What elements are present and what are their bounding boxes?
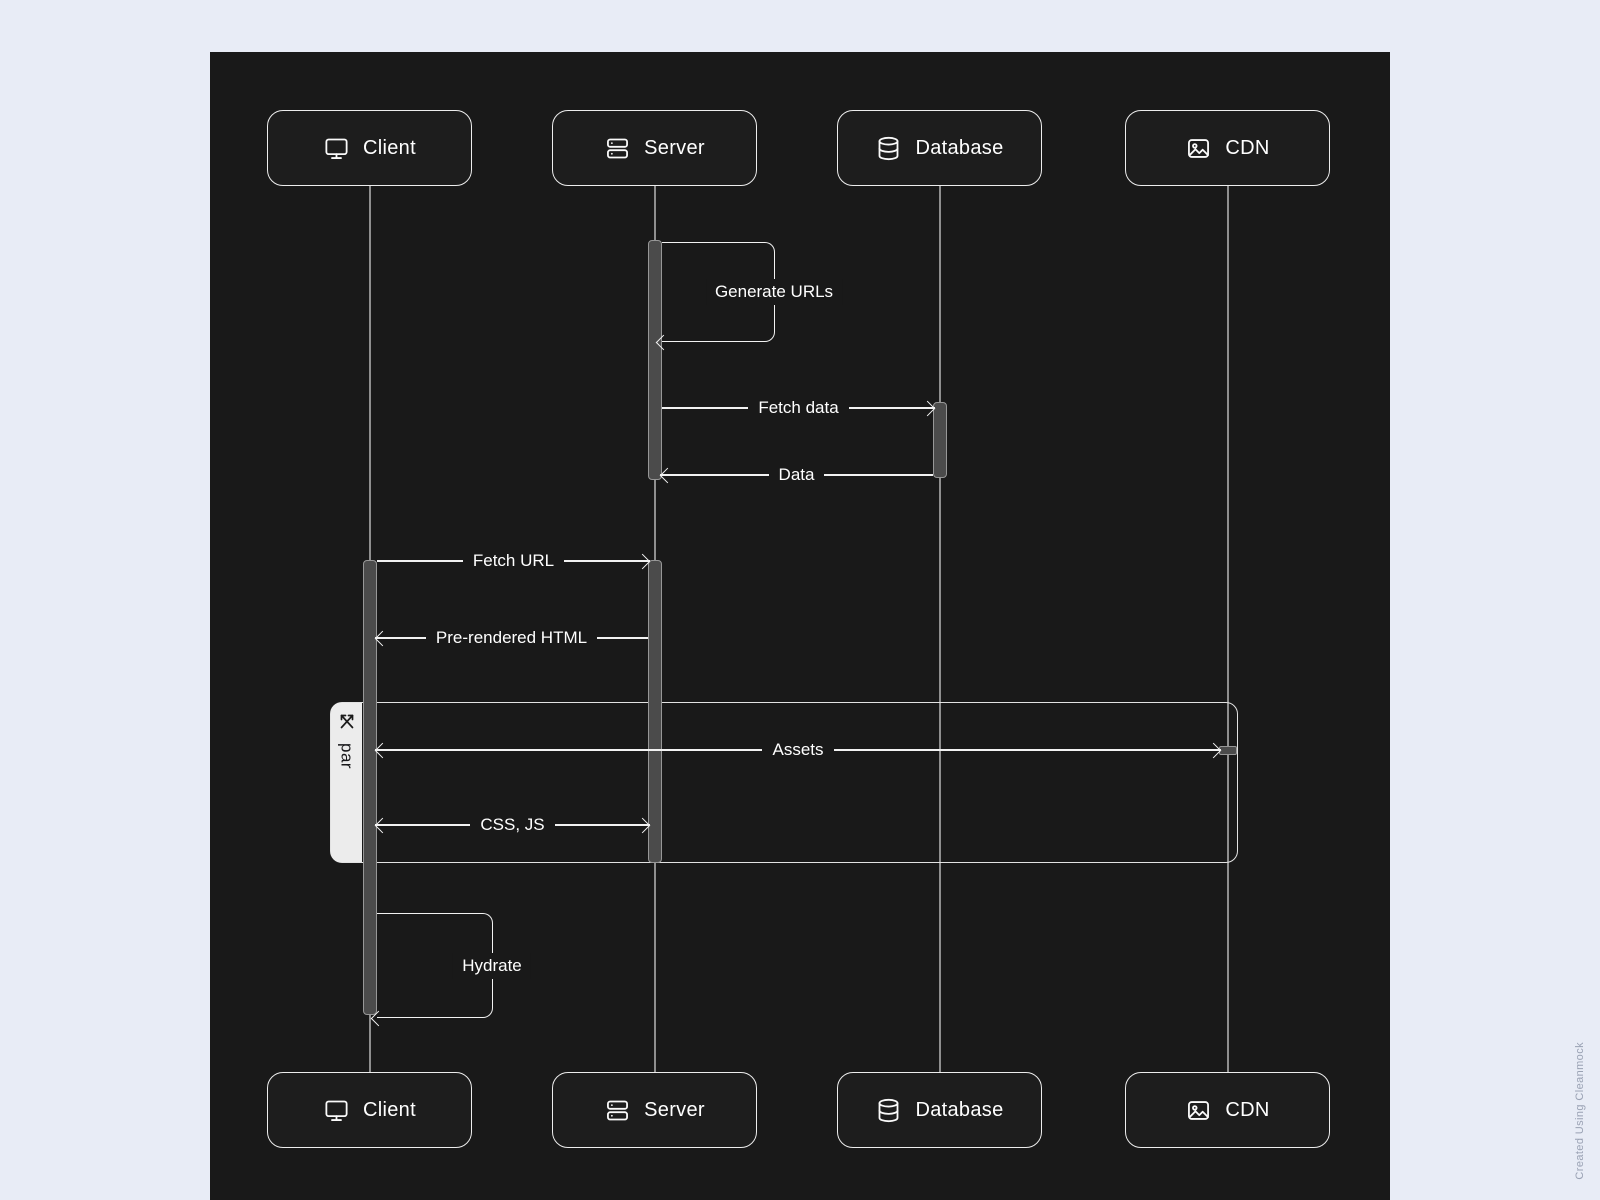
actor-label: Database (915, 1098, 1004, 1121)
database-icon (879, 1098, 899, 1122)
actor-label: Client (363, 1098, 416, 1121)
watermark: Created Using Cleanmock (1574, 1042, 1586, 1180)
server-icon (607, 1100, 629, 1120)
monitor-icon (325, 138, 348, 159)
crossing-arrows-icon (340, 714, 353, 729)
actor-database-bottom: Database (837, 1072, 1042, 1148)
actor-label: Server (644, 1098, 705, 1121)
actor-client-top: Client (267, 110, 472, 186)
message-line (660, 474, 769, 476)
arrowhead-left-icon (659, 467, 676, 483)
activation-cdn (1219, 746, 1237, 755)
message-label: Assets (772, 740, 824, 759)
image-icon (1188, 1100, 1210, 1120)
message-line (833, 749, 1221, 751)
message-line (824, 474, 934, 476)
message-label: Data (778, 465, 815, 484)
actor-label: CDN (1225, 1098, 1270, 1121)
message-label: Hydrate (453, 952, 531, 979)
activation-server-2 (648, 560, 662, 863)
par-block: par (330, 702, 1238, 863)
actor-server-bottom: Server (552, 1072, 757, 1148)
message-fetch-url: Fetch URL (377, 549, 651, 573)
database-icon (879, 136, 899, 160)
message-generate-urls: Generate URLs (655, 242, 843, 350)
monitor-icon (325, 1100, 348, 1121)
par-label-tab: par (331, 703, 362, 862)
arrowhead-right-icon (634, 553, 651, 569)
message-line (375, 749, 763, 751)
actor-client-bottom: Client (267, 1072, 472, 1148)
actor-server-top: Server (552, 110, 757, 186)
actor-label: Server (644, 136, 705, 159)
actor-label: Database (915, 136, 1004, 159)
actor-label: Client (363, 136, 416, 159)
message-line (377, 560, 463, 562)
arrowhead-right-icon (1205, 742, 1222, 758)
arrowhead-left-icon (374, 817, 391, 833)
server-icon (607, 138, 629, 158)
message-line (564, 560, 650, 562)
activation-client (363, 560, 377, 1015)
actor-database-top: Database (837, 110, 1042, 186)
message-label: CSS, JS (480, 815, 545, 834)
message-label: Fetch data (758, 398, 839, 417)
message-assets: Assets (374, 738, 1222, 762)
diagram-canvas: par Generate URLs Fetch data Data (210, 52, 1390, 1200)
arrowhead-right-icon (919, 400, 936, 416)
lifeline-database (939, 186, 941, 1072)
message-label: Pre-rendered HTML (435, 628, 588, 647)
arrowhead-left-icon (374, 630, 391, 646)
lifeline-cdn (1227, 186, 1229, 1072)
message-pre-rendered-html: Pre-rendered HTML (374, 626, 649, 650)
message-line (597, 637, 649, 639)
activation-database (933, 402, 947, 478)
actor-cdn-top: CDN (1125, 110, 1330, 186)
message-line (554, 824, 650, 826)
message-label: Fetch URL (472, 551, 555, 570)
activation-server-1 (648, 240, 662, 480)
message-line (375, 637, 426, 639)
arrowhead-right-icon (634, 817, 651, 833)
message-css-js: CSS, JS (374, 813, 651, 837)
arrowhead-left-icon (374, 742, 391, 758)
message-data: Data (659, 463, 934, 487)
message-line (848, 407, 936, 409)
message-line (662, 407, 749, 409)
message-line (375, 824, 471, 826)
actor-cdn-bottom: CDN (1125, 1072, 1330, 1148)
par-block-label: par (337, 743, 357, 770)
message-label: Generate URLs (705, 279, 843, 305)
actor-label: CDN (1225, 136, 1270, 159)
message-fetch-data: Fetch data (662, 396, 936, 420)
message-hydrate: Hydrate (370, 913, 531, 1026)
image-icon (1188, 138, 1210, 158)
